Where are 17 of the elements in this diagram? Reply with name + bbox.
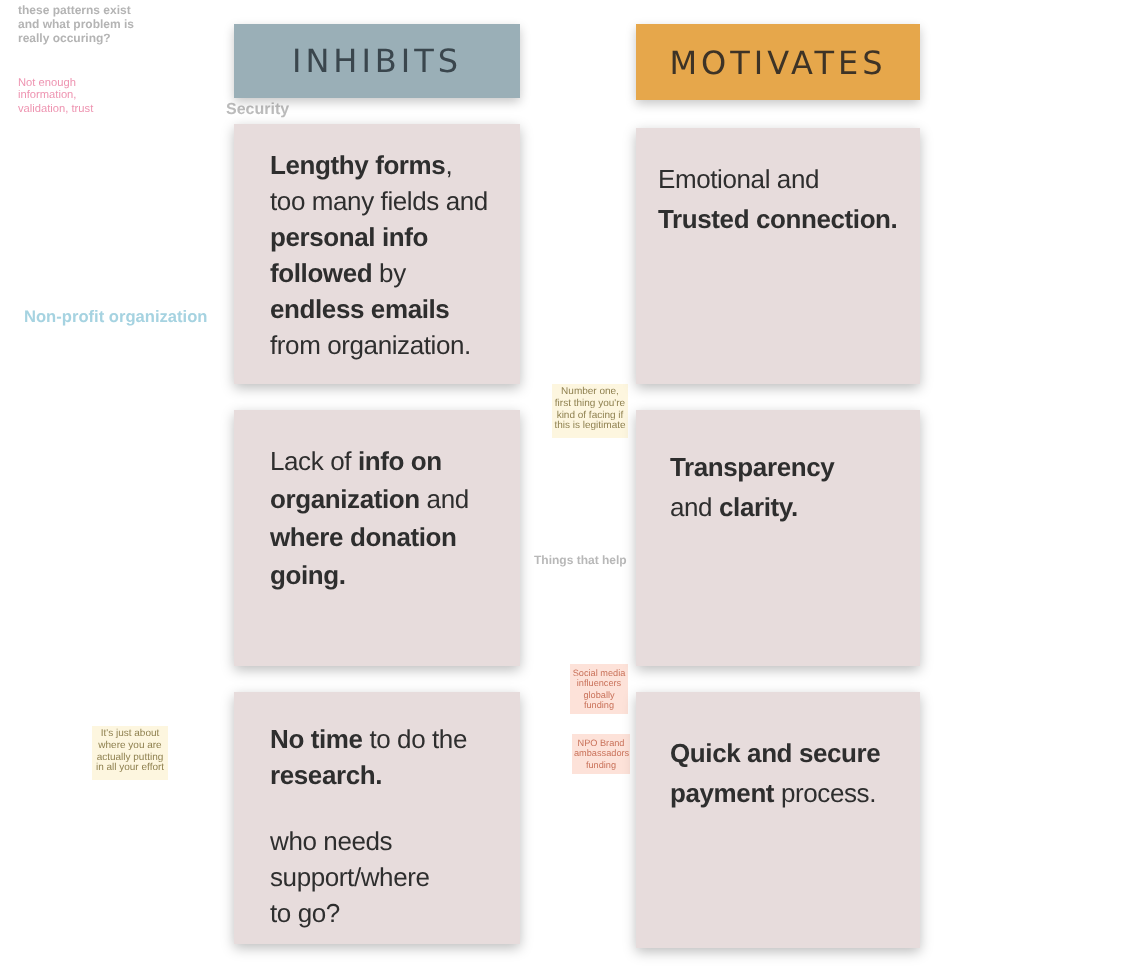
section-heading: Non-profit organization <box>24 308 210 328</box>
note-text: Transparency and clarity. <box>670 450 837 526</box>
sticky-note <box>636 692 920 948</box>
note-text: who needs support/where to go? <box>270 824 432 932</box>
sticky-note <box>636 128 920 384</box>
sticky-note <box>234 692 520 944</box>
note-text: Lack of info on organization and where donation going. <box>270 444 471 594</box>
note-text: Quick and secure payment process. <box>670 736 883 812</box>
sticky-note <box>234 410 520 666</box>
note-text: Lengthy forms, too many fields and personal info followed by endless emails from organization. <box>270 148 490 364</box>
note-text: Emotional and Trusted connection. <box>658 162 900 238</box>
note-text: No time to do the research. <box>270 722 469 794</box>
category-header: INHIBITS <box>234 24 520 98</box>
sticky-note <box>636 410 920 666</box>
sticky-note <box>234 124 520 384</box>
section-heading: Security <box>226 100 292 119</box>
category-header: MOTIVATES <box>636 24 920 100</box>
